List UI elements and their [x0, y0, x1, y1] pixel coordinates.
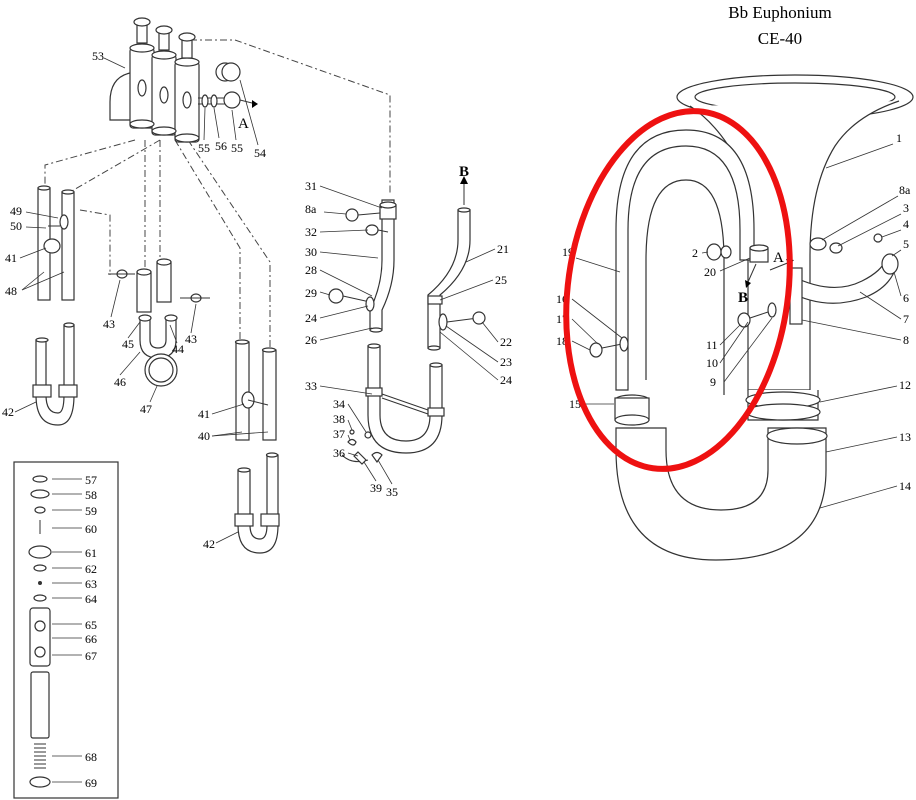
label-B-mid: B	[459, 164, 469, 180]
label-65: 65	[85, 618, 97, 632]
label-2: 2	[692, 246, 698, 260]
label-42a: 42	[2, 405, 14, 419]
label-41a: 41	[5, 251, 17, 265]
label-60: 60	[85, 522, 97, 536]
label-1: 1	[896, 131, 902, 145]
label-63: 63	[85, 577, 97, 591]
label-53: 53	[92, 49, 104, 63]
label-6: 6	[903, 291, 909, 305]
label-66: 66	[85, 632, 97, 646]
label-8a-right: 8a	[899, 183, 911, 197]
label-54: 54	[254, 146, 266, 160]
label-25: 25	[495, 273, 507, 287]
label-56: 56	[215, 139, 227, 153]
label-50: 50	[10, 219, 22, 233]
label-31: 31	[305, 179, 317, 193]
euphonium-body	[589, 74, 914, 561]
label-58: 58	[85, 488, 97, 502]
label-35: 35	[386, 485, 398, 499]
label-12: 12	[899, 378, 911, 392]
label-68: 68	[85, 750, 97, 764]
label-28: 28	[305, 263, 317, 277]
label-43b: 43	[185, 332, 197, 346]
label-13: 13	[899, 430, 911, 444]
label-22: 22	[500, 335, 512, 349]
label-B-right: B	[738, 290, 748, 306]
label-37: 37	[333, 427, 345, 441]
label-69: 69	[85, 776, 97, 790]
third-valve-slide-assembly	[234, 339, 277, 441]
diagram-title-line1: Bb Euphonium	[728, 3, 831, 22]
label-10: 10	[706, 356, 718, 370]
label-7: 7	[903, 312, 909, 326]
label-44: 44	[172, 342, 184, 356]
label-48: 48	[5, 284, 17, 298]
u-slide-42-left	[32, 322, 78, 426]
label-64: 64	[85, 592, 97, 606]
label-3: 3	[903, 201, 909, 215]
label-32: 32	[305, 225, 317, 239]
label-67: 67	[85, 649, 97, 663]
label-62: 62	[85, 562, 97, 576]
label-8a-mid: 8a	[305, 202, 317, 216]
label-47: 47	[140, 402, 152, 416]
label-15: 15	[569, 397, 581, 411]
label-33: 33	[305, 379, 317, 393]
label-55b: 55	[231, 141, 243, 155]
label-4: 4	[903, 217, 909, 231]
label-21: 21	[497, 242, 509, 256]
label-14: 14	[899, 479, 911, 493]
label-24a: 24	[305, 311, 317, 325]
label-20: 20	[704, 265, 716, 279]
label-8: 8	[903, 333, 909, 347]
label-59: 59	[85, 504, 97, 518]
label-34: 34	[333, 397, 345, 411]
label-55a: 55	[198, 141, 210, 155]
label-30: 30	[305, 245, 317, 259]
valve-parts-inset	[13, 461, 119, 799]
label-41b: 41	[198, 407, 210, 421]
u-slide-42-right	[234, 452, 280, 554]
label-A-right: A	[773, 250, 784, 266]
label-24b: 24	[500, 373, 512, 387]
label-11-right: 11	[706, 338, 718, 352]
label-29: 29	[305, 286, 317, 300]
label-43a: 43	[103, 317, 115, 331]
label-45: 45	[122, 337, 134, 351]
label-23: 23	[500, 355, 512, 369]
label-36: 36	[333, 446, 345, 460]
highlight-circle	[563, 108, 793, 472]
label-26: 26	[305, 333, 317, 347]
label-9-right: 9	[710, 375, 716, 389]
first-valve-slide-assembly	[37, 185, 75, 301]
diagram-title-line2: CE-40	[758, 29, 802, 48]
label-46: 46	[114, 375, 126, 389]
label-A-left: A	[238, 116, 249, 132]
label-57: 57	[85, 473, 97, 487]
second-valve-slide-assembly	[108, 258, 210, 387]
label-42b: 42	[203, 537, 215, 551]
label-49: 49	[10, 204, 22, 218]
label-40: 40	[198, 429, 210, 443]
label-61: 61	[85, 546, 97, 560]
label-38: 38	[333, 412, 345, 426]
valve-cluster-assembly	[44, 17, 391, 350]
label-39: 39	[370, 481, 382, 495]
middle-tubing-assembly	[328, 176, 486, 465]
label-5: 5	[903, 237, 909, 251]
